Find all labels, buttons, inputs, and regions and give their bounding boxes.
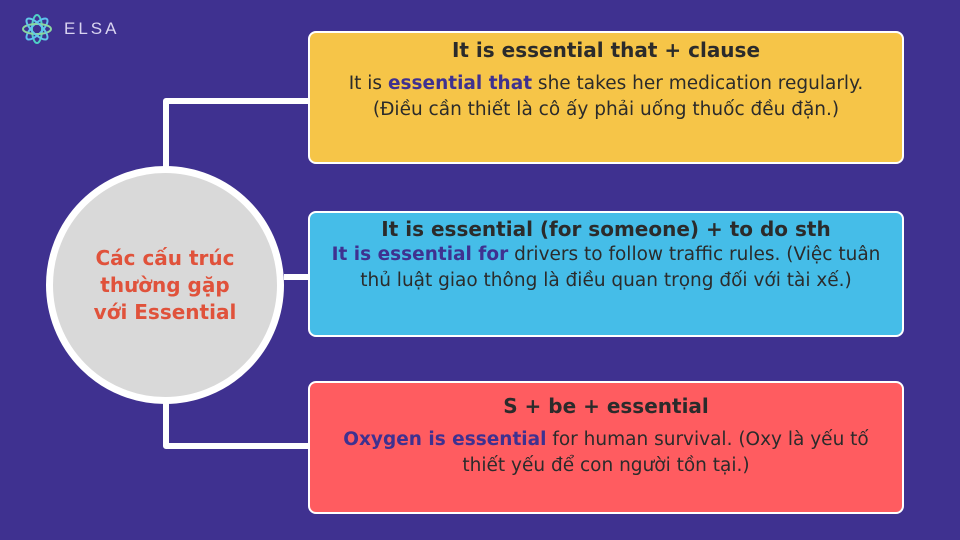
card-example: It is essential for drivers to follow tr… xyxy=(310,242,902,293)
example-before: It is xyxy=(348,73,388,94)
example-highlight: Oxygen is essential xyxy=(343,429,547,450)
connector-top xyxy=(163,98,308,172)
structure-card-be-essential: S + be + essential Oxygen is essential f… xyxy=(308,381,904,514)
structure-card-that-clause: It is essential that + clause It is esse… xyxy=(308,31,904,164)
example-after: she takes her medication regularly. (Điề… xyxy=(372,73,864,120)
center-circle: Các cấu trúc thường gặp với Essential xyxy=(46,166,284,404)
brand-logo: ELSA xyxy=(20,12,119,46)
brand-name: ELSA xyxy=(64,19,120,38)
card-title: It is essential that + clause xyxy=(451,38,761,62)
structure-card-for-someone: It is essential (for someone) + to do st… xyxy=(308,211,904,337)
card-title: It is essential (for someone) + to do st… xyxy=(381,217,831,241)
connector-bottom xyxy=(163,398,308,449)
card-example: Oxygen is essential for human survival. … xyxy=(310,427,902,478)
example-after: drivers to follow traffic rules. (Việc t… xyxy=(360,244,881,291)
card-title: S + be + essential xyxy=(503,394,709,418)
center-title: Các cấu trúc thường gặp với Essential xyxy=(93,245,237,324)
example-highlight: It is essential for xyxy=(331,244,509,265)
example-after: for human survival. (Oxy là yếu tố thiết… xyxy=(462,429,869,476)
card-example: It is essential that she takes her medic… xyxy=(310,71,902,122)
elsa-logo-icon xyxy=(22,14,52,44)
example-highlight: essential that xyxy=(387,73,533,94)
